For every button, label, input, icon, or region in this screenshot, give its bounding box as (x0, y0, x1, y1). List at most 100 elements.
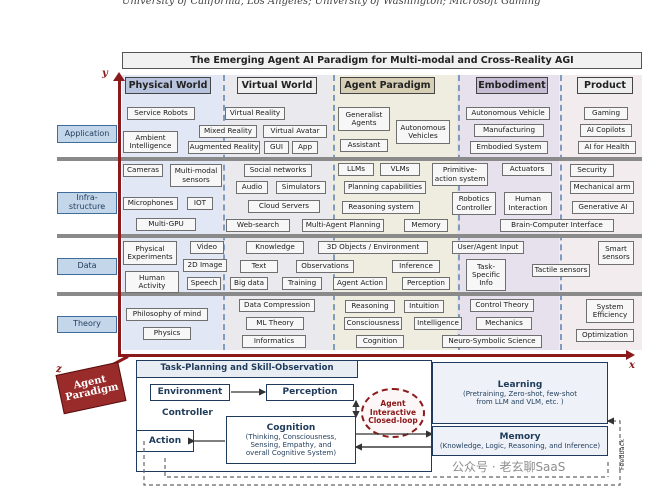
box-service-robots: Service Robots (127, 107, 195, 120)
box-observations: Observations (296, 260, 354, 273)
box-task-planning: Task-Planning and Skill-Observation (136, 360, 358, 378)
box-augmented-reality: Augmented Reality (188, 141, 260, 154)
memory-title: Memory (499, 431, 541, 442)
x-axis-label: x (629, 360, 635, 371)
banner-title: The Emerging Agent AI Paradigm for Multi… (122, 52, 642, 69)
column-bg-physical (122, 75, 222, 350)
box-vlms: VLMs (380, 163, 420, 176)
column-divider (560, 75, 562, 350)
box-llms: LLMs (338, 163, 374, 176)
column-divider (333, 75, 335, 350)
learning-subtitle: (Pretraining, Zero-shot, few-shot from L… (463, 390, 577, 407)
box-manufacturing: Manufacturing (474, 124, 544, 137)
row-divider (57, 157, 642, 161)
box-smart-sensors: Smart sensors (598, 241, 634, 265)
box-iot: IOT (187, 197, 213, 210)
box-informatics: Informatics (242, 335, 306, 348)
column-header-physical: Physical World (125, 77, 211, 94)
box-video: Video (190, 241, 224, 254)
box-control-theory: Control Theory (470, 299, 534, 312)
box-memory: Memory (404, 219, 448, 232)
box-agent-action: Agent Action (333, 277, 387, 290)
box-learning: Learning (Pretraining, Zero-shot, few-sh… (432, 362, 608, 424)
box-action: Action (136, 430, 194, 452)
box-ai-copilots: AI Copilots (580, 124, 632, 137)
box-physics: Physics (143, 327, 191, 340)
box-training: Training (282, 277, 322, 290)
box-reasoning-system: Reasoning system (342, 201, 420, 214)
box-ml-theory: ML Theory (246, 317, 304, 330)
closed-loop-badge: Agent Interactive Closed-loop (361, 388, 425, 438)
box-mixed-reality: Mixed Reality (199, 125, 257, 138)
cognition-title: Cognition (266, 422, 316, 433)
box-human-activity: Human Activity (125, 271, 179, 293)
box-generative-ai: Generative AI (572, 201, 634, 214)
box-app: App (292, 141, 318, 154)
box-simulators: Simulators (276, 181, 326, 194)
box-inference: Inference (392, 260, 440, 273)
box-gui: GUI (264, 141, 289, 154)
box-audio: Audio (236, 181, 268, 194)
box-perception: Perception (266, 384, 354, 401)
box-text: Text (240, 260, 278, 273)
box-data-compression: Data Compression (239, 299, 315, 312)
row-label-infrastructure: Infra- structure (57, 192, 117, 214)
box-robotics-controller: Robotics Controller (452, 192, 496, 215)
box-task-specific-info: Task- Specific Info (466, 259, 506, 291)
box-virtual-reality: Virtual Reality (225, 107, 285, 120)
row-label-application: Application (57, 125, 117, 143)
box-speech: Speech (187, 277, 221, 290)
box-mechanics: Mechanics (476, 317, 532, 330)
learning-title: Learning (497, 379, 543, 390)
column-divider (223, 75, 225, 350)
row-divider (57, 292, 642, 296)
box-philosophy-of-mind: Philosophy of mind (126, 308, 208, 321)
row-label-theory: Theory (57, 316, 117, 333)
cognition-subtitle: (Thinking, Consciousness, Sensing, Empat… (245, 433, 337, 458)
box-optimization: Optimization (576, 329, 634, 342)
box-cognition: Cognition (356, 335, 404, 348)
box-ambient-intelligence: Ambient Intelligence (123, 131, 178, 153)
box-actuators: Actuators (502, 163, 552, 176)
box-reasoning: Reasoning (345, 300, 395, 313)
box-mechanical-arm: Mechanical arm (570, 181, 634, 194)
affiliations-text: University of California, Los Angeles; U… (122, 0, 541, 7)
y-axis (118, 78, 121, 356)
y-axis-arrow-icon (113, 72, 125, 81)
y-axis-label: y (102, 68, 108, 79)
box-planning-capabilities: Planning capabilities (344, 181, 426, 194)
column-header-embodiment: Embodiment (476, 77, 548, 94)
box-user-agent-input: User/Agent Input (452, 241, 524, 254)
paradigm-connectors (143, 388, 621, 486)
box-physical-experiments: Physical Experiments (123, 241, 177, 265)
box-security: Security (570, 164, 614, 177)
box-autonomous-vehicles: Autonomous Vehicles (396, 120, 450, 144)
column-header-agent: Agent Paradigm (340, 77, 435, 94)
feedback-label: Feedback (618, 439, 626, 470)
box-assistant: Assistant (340, 139, 388, 152)
agent-paradigm-tag: Agent Paradigm (55, 361, 127, 415)
x-axis-arrow-icon (626, 350, 635, 360)
box-memory-system: Memory (Knowledge, Logic, Reasoning, and… (432, 426, 608, 456)
box-social-networks: Social networks (244, 164, 312, 177)
column-header-product: Product (577, 77, 633, 94)
box-cloud-servers: Cloud Servers (248, 200, 320, 213)
box-tactile-sensors: Tactile sensors (532, 264, 590, 277)
box-gaming: Gaming (584, 107, 628, 120)
box-brain-computer-interface: Brain-Computer Interface (500, 219, 614, 232)
box-environment: Environment (150, 384, 230, 401)
box-big-data: Big data (230, 277, 268, 290)
box-2d-image: 2D Image (183, 259, 227, 272)
box-web-search: Web-search (226, 219, 290, 232)
x-axis (118, 354, 628, 357)
box-multi-agent-planning: Multi-Agent Planning (302, 219, 384, 232)
watermark-text: 公众号 · 老玄聊SaaS (452, 460, 566, 474)
memory-subtitle: (Knowledge, Logic, Reasoning, and Infere… (439, 442, 601, 451)
box-human-interaction: Human Interaction (504, 192, 552, 215)
row-label-data: Data (57, 258, 117, 275)
controller-label: Controller (162, 408, 213, 418)
box-generalist-agents: Generalist Agents (338, 107, 390, 131)
z-axis-label: z (56, 364, 62, 375)
box-cameras: Cameras (123, 164, 163, 177)
box-virtual-avatar: Virtual Avatar (263, 125, 327, 138)
